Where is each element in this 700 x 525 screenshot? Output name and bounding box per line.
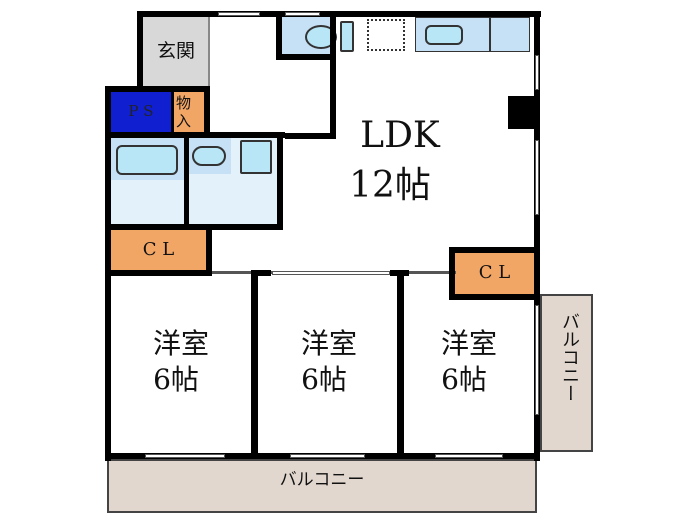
wall [397,270,404,459]
closet-right-label: C L [478,262,511,283]
wall [285,133,336,139]
wall [251,270,258,459]
wall [206,224,212,276]
ps-label: P S [128,102,154,120]
window [272,271,390,275]
wall [449,294,540,300]
room3-size: 6帖 [441,363,487,396]
balcony-side-label: バルコニー [559,312,580,402]
wall [276,11,282,59]
room3-label: 洋室 [440,327,497,360]
toilet-tank-icon [340,21,354,52]
storage-area [174,92,204,132]
washbasin-icon [192,146,226,166]
room2-label: 洋室 [300,327,357,360]
closet-right [455,253,534,294]
counter-divider [489,17,491,52]
window [285,12,320,16]
kitchen-column [508,96,536,129]
window [535,305,539,415]
wall [449,247,455,300]
closet-left [111,230,206,270]
wall [137,11,541,17]
wall [137,11,143,86]
window [218,12,260,16]
ldk-size: 12帖 [349,165,431,206]
wall [534,11,540,461]
closet-left-label: C L [142,239,175,260]
kitchen-sink-icon [425,25,463,45]
ps-area [111,92,171,132]
wall [449,247,540,253]
washing-machine-icon [240,140,272,174]
wall [105,86,210,92]
wall [276,54,336,60]
entrance-area [143,17,209,86]
wall [330,11,336,139]
balcony-bottom [107,459,537,513]
wall [171,92,174,132]
room1-size: 6帖 [153,363,199,396]
window [145,454,225,458]
ldk-label: LDK [360,115,440,156]
wall [397,270,409,276]
wall [251,270,271,276]
bathtub-icon [116,145,178,175]
window [535,55,539,90]
window [290,454,365,458]
wall [204,86,210,132]
wall [105,270,212,276]
entrance-label: 玄関 [156,40,195,62]
wall [184,138,189,226]
room2-size: 6帖 [301,363,347,396]
room1-label: 洋室 [152,327,209,360]
balcony-bottom-label: バルコニー [279,470,365,490]
storage-label: 物入 [176,94,192,130]
wall [105,224,283,230]
window [535,140,539,215]
balcony-side [540,294,593,452]
wall [277,132,283,230]
wall [208,17,210,86]
wall [105,132,285,138]
window [435,454,503,458]
fridge-space-icon [367,19,405,51]
